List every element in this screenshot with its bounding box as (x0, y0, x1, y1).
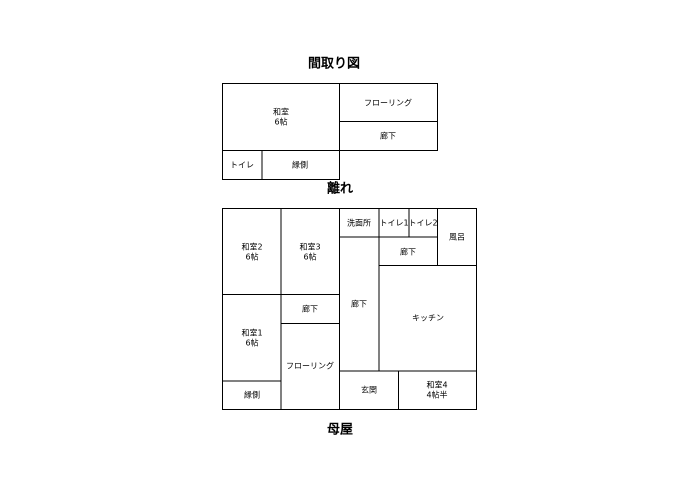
room-name: キッチン (412, 314, 444, 323)
room-size: 6帖 (274, 117, 287, 127)
annex-room-rouka (339, 121, 438, 151)
room-engawa (222, 380, 282, 410)
room-washitsu3 (280, 208, 340, 295)
annex-plan: 和室 6帖 フローリング 廊下 トイレ 縁側 離れ (222, 83, 438, 197)
room-size: 6帖 (303, 252, 316, 262)
room-washitsu2 (222, 208, 282, 295)
room-name: 風呂 (449, 233, 465, 242)
room-name: 和室1 (241, 328, 262, 338)
room-name: 廊下 (380, 131, 396, 141)
room-name: フローリング (286, 361, 334, 371)
room-name: 縁側 (292, 160, 308, 170)
annex-label: 離れ (327, 181, 353, 197)
main-house-plan: 和室2 6帖 和室3 6帖 洗面所 トイレ1 トイレ2 風呂 廊下 廊下 キッチ… (222, 208, 477, 438)
annex-room-engawa (261, 150, 340, 180)
room-washitsu4 (398, 370, 477, 410)
room-size: 6帖 (245, 252, 258, 262)
main-house-label: 母屋 (327, 423, 353, 438)
room-size: 6帖 (245, 338, 258, 348)
room-washitsu1 (222, 294, 282, 382)
room-name: 玄関 (361, 385, 377, 395)
room-genkan (339, 370, 399, 410)
room-size: 4帖半 (426, 390, 447, 400)
room-name: 廊下 (302, 304, 318, 314)
room-name: 縁側 (244, 390, 260, 400)
room-name: フローリング (364, 98, 412, 108)
room-flooring (280, 323, 340, 410)
room-name: 和室2 (241, 242, 262, 252)
room-name: 廊下 (400, 247, 416, 257)
page-title: 間取り図 (308, 57, 360, 72)
room-name: トイレ1 (379, 219, 408, 228)
room-name: 和室4 (426, 380, 447, 390)
annex-room-washitsu (222, 83, 340, 151)
room-name: 洗面所 (347, 218, 371, 228)
room-name: トイレ (230, 161, 254, 170)
room-rouka-upper (378, 236, 438, 266)
room-name: トイレ2 (408, 219, 437, 228)
room-name: 廊下 (351, 299, 367, 309)
room-name: 和室3 (299, 242, 320, 252)
room-kitchen (378, 265, 477, 372)
room-senmenjo (339, 208, 380, 238)
room-toilet2 (408, 208, 438, 238)
room-name: 和室 (273, 107, 289, 117)
annex-room-flooring (339, 83, 438, 122)
